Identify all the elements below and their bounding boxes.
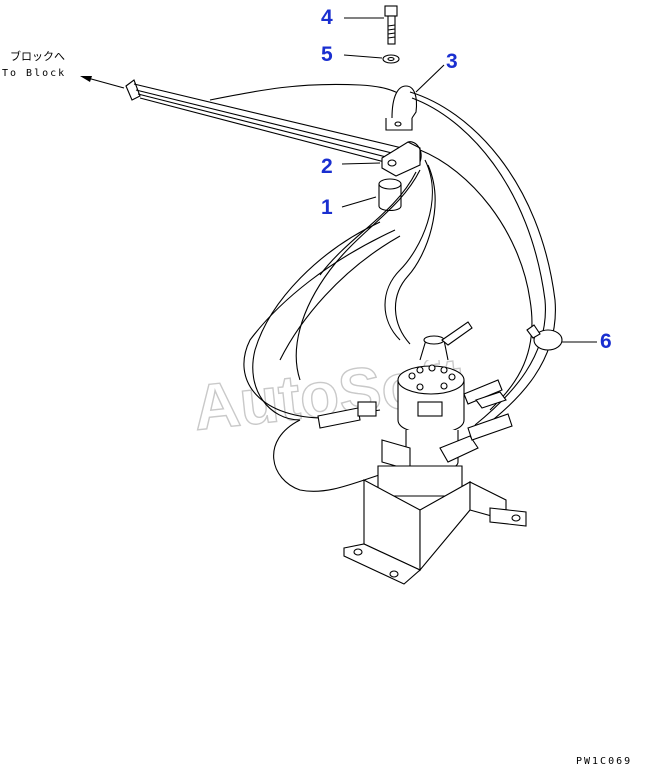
hose-fittings <box>317 379 513 441</box>
mounting-bracket <box>343 479 527 585</box>
leader-lines <box>341 17 597 343</box>
clip-part-6 <box>526 324 563 351</box>
hose-lines <box>243 91 556 492</box>
clamp-part-2 <box>381 141 422 177</box>
drawing-code: PW1C069 <box>576 756 632 767</box>
clamp-part-3 <box>385 85 418 131</box>
callout-4: 4 <box>321 6 333 29</box>
callout-2: 2 <box>321 155 333 178</box>
bolt-part-4 <box>384 5 398 45</box>
destination-label-jp: ブロックへ <box>10 49 65 63</box>
spacer-part-1 <box>378 178 402 212</box>
callout-6: 6 <box>600 330 612 353</box>
callout-1: 1 <box>321 196 333 219</box>
callout-3: 3 <box>446 50 458 73</box>
callout-5: 5 <box>321 43 333 66</box>
valve-assembly <box>377 321 479 497</box>
cable-bundle <box>125 79 403 166</box>
destination-label-en: To Block <box>2 68 66 79</box>
arrow-icon <box>80 76 125 89</box>
washer-part-5 <box>382 54 400 64</box>
